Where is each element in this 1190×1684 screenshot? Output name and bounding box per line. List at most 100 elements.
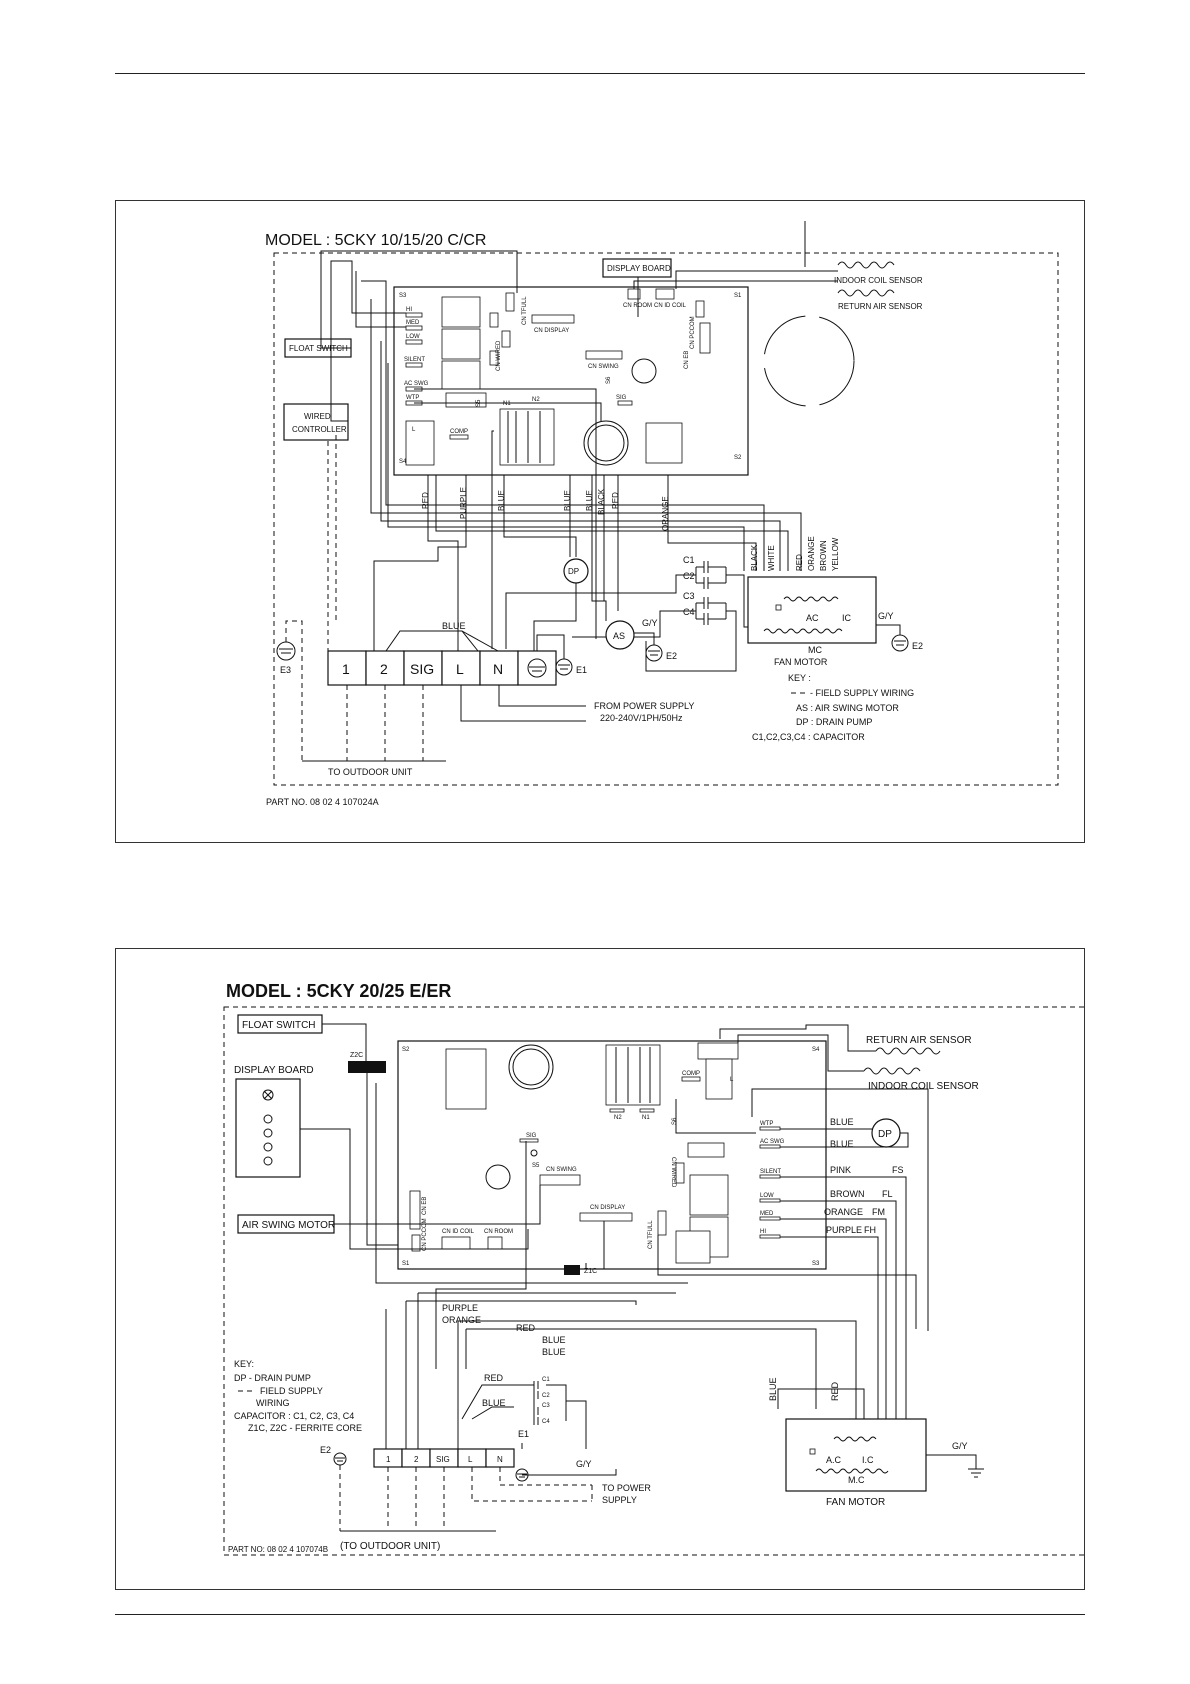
display-board-2-label: DISPLAY BOARD [234, 1065, 314, 1076]
fan-motor-label: FAN MOTOR [774, 657, 828, 667]
drain-pump-2-label: DP [878, 1129, 892, 1140]
ground-e3-label: E3 [280, 665, 291, 675]
pcb2-cn-tfull: CN TFULL [648, 1220, 654, 1249]
motor2-gy-label: G/Y [952, 1441, 968, 1451]
display-board-label: DISPLAY BOARD [607, 264, 671, 273]
ground-e2-label: E2 [666, 651, 677, 661]
motor-wire-red: RED [795, 554, 804, 571]
pcb-l: L [412, 427, 416, 433]
ground2-e2 [333, 1452, 347, 1531]
indoor-coil-sensor-label: INDOOR COIL SENSOR [834, 276, 923, 285]
motor-wire-black: BLACK [750, 544, 759, 571]
wire2-silent-color: PINK [830, 1165, 851, 1175]
pcb-comp: COMP [450, 429, 468, 435]
key-drain-pump: DP : DRAIN PUMP [796, 717, 872, 727]
wiring-diagram-1-svg: MODEL : 5CKY 10/15/20 C/CR DISPLAY BOARD… [265, 221, 1059, 807]
pcb-s2: S2 [734, 455, 742, 461]
pcb2-buzzer [485, 1164, 511, 1190]
cap2-c3: C3 [542, 1403, 550, 1409]
wiring-diagram-2-svg: MODEL : 5CKY 20/25 E/ER FLOAT SWITCH DIS… [223, 981, 1086, 1556]
motor2-ac: A.C [826, 1455, 842, 1465]
ground2-e2-label: E2 [320, 1445, 331, 1455]
pcb-wtp: WTP [406, 395, 419, 401]
pcb2-cn-pccom: CN PCCOM [422, 1218, 428, 1251]
model-title: MODEL : 5CKY 10/15/20 C/CR [265, 232, 486, 249]
wire2-purple: PURPLE [442, 1303, 478, 1313]
pcb2-sig: SIG [526, 1133, 537, 1139]
relay-2 [441, 328, 481, 360]
pcb2-low: LOW [760, 1193, 774, 1199]
pcb-cn-swing: CN SWING [588, 364, 619, 370]
pcb2-comp: COMP [682, 1071, 700, 1077]
ferrite-core-z1c [564, 1265, 580, 1275]
pcb-cn-pccom: CN PCCOM [690, 316, 696, 349]
wire2-silent-code: FS [892, 1165, 904, 1175]
wire2-wtp-color: BLUE [830, 1117, 854, 1127]
wire-label-red-2: RED [611, 492, 620, 509]
wire-label-black: BLACK [597, 488, 606, 515]
return-air-sensor-label: RETURN AIR SENSOR [838, 302, 923, 311]
unit-outline-2 [223, 1006, 1086, 1556]
capacitor-bank-2 [461, 1381, 587, 1449]
motor-wire-orange: ORANGE [807, 536, 816, 571]
motor-wire-brown: BROWN [819, 540, 828, 571]
terminal2-n: N [497, 1455, 503, 1464]
ground2-motor [968, 1468, 984, 1478]
wire-label-red: RED [421, 492, 430, 509]
pcb2-capacitor [508, 1044, 554, 1090]
wire2-blue-1: BLUE [542, 1335, 566, 1345]
fan-blower-outline [763, 315, 855, 407]
pcb-sig: SIG [616, 395, 627, 401]
key2-title: KEY: [234, 1359, 254, 1369]
pcb-n1: N1 [503, 401, 511, 407]
terminal2-2: 2 [414, 1455, 419, 1464]
terminal-2: 2 [380, 661, 388, 677]
wire-label-orange: ORANGE [661, 496, 670, 531]
terminal2-sig: SIG [436, 1455, 450, 1464]
ferrite-z1c-label: Z1C [584, 1268, 597, 1275]
pcb2-s3: S3 [812, 1261, 820, 1267]
float-switch-2-label: FLOAT SWITCH [242, 1020, 316, 1031]
display-led-icon [262, 1089, 274, 1101]
bottom-rule [115, 1614, 1085, 1615]
return-air-sensor-2-icon [875, 1047, 941, 1055]
key-air-swing: AS : AIR SWING MOTOR [796, 703, 899, 713]
pcb2-choke [445, 1048, 487, 1110]
ground2-gy-label: G/Y [576, 1459, 592, 1469]
pcb2-s6: S6 [672, 1117, 678, 1125]
wiring-harness-1 [320, 250, 838, 651]
motor-gy-label: G/Y [878, 611, 894, 621]
terminal-l: L [456, 661, 464, 677]
motor-coil-top [783, 596, 839, 602]
pcb-silent: SILENT [404, 357, 425, 363]
cap2-c4: C4 [542, 1419, 550, 1425]
wiring-diagram-2: MODEL : 5CKY 20/25 E/ER FLOAT SWITCH DIS… [115, 948, 1086, 1590]
pcb-s1: S1 [734, 293, 742, 299]
wiring-harness-2 [300, 1023, 929, 1419]
pcb-cn-eb: CN EB [684, 351, 690, 369]
drain-pump-label: DP [568, 567, 579, 576]
fan-motor-2 [785, 1418, 927, 1492]
key2-ferrite: Z1C, Z2C - FERRITE CORE [248, 1423, 362, 1433]
motor2-wire-blue: BLUE [768, 1377, 778, 1401]
transformer [499, 408, 555, 466]
wired-controller-label-1: WIRED [304, 412, 331, 421]
wire2-med-color: ORANGE [824, 1207, 863, 1217]
wired-controller-label-2: CONTROLLER [292, 425, 347, 434]
pcb2-cn-eb: CN EB [422, 1197, 428, 1215]
air-swing-motor [605, 620, 635, 650]
display-board-2 [235, 1078, 301, 1178]
relay-3 [441, 360, 481, 390]
pcb2-n2: N2 [614, 1115, 622, 1121]
indoor-coil-sensor-2-label: INDOOR COIL SENSOR [868, 1081, 979, 1092]
pcb2-n1: N1 [642, 1115, 650, 1121]
pcb2-s1: S1 [402, 1261, 410, 1267]
pcb2-cn-id-coil: CN ID COIL [442, 1229, 475, 1235]
wire-label-purple: PURPLE [459, 487, 468, 519]
part-number-2: PART NO: 08 02 4 107074B [228, 1545, 328, 1554]
cap-c2-label: C2 [683, 571, 695, 581]
cap-c3-label: C3 [683, 591, 695, 601]
wired-controller [283, 403, 349, 441]
key2-field-supply: FIELD SUPPLY [260, 1386, 323, 1396]
ground2-e1-label: E1 [518, 1429, 529, 1439]
